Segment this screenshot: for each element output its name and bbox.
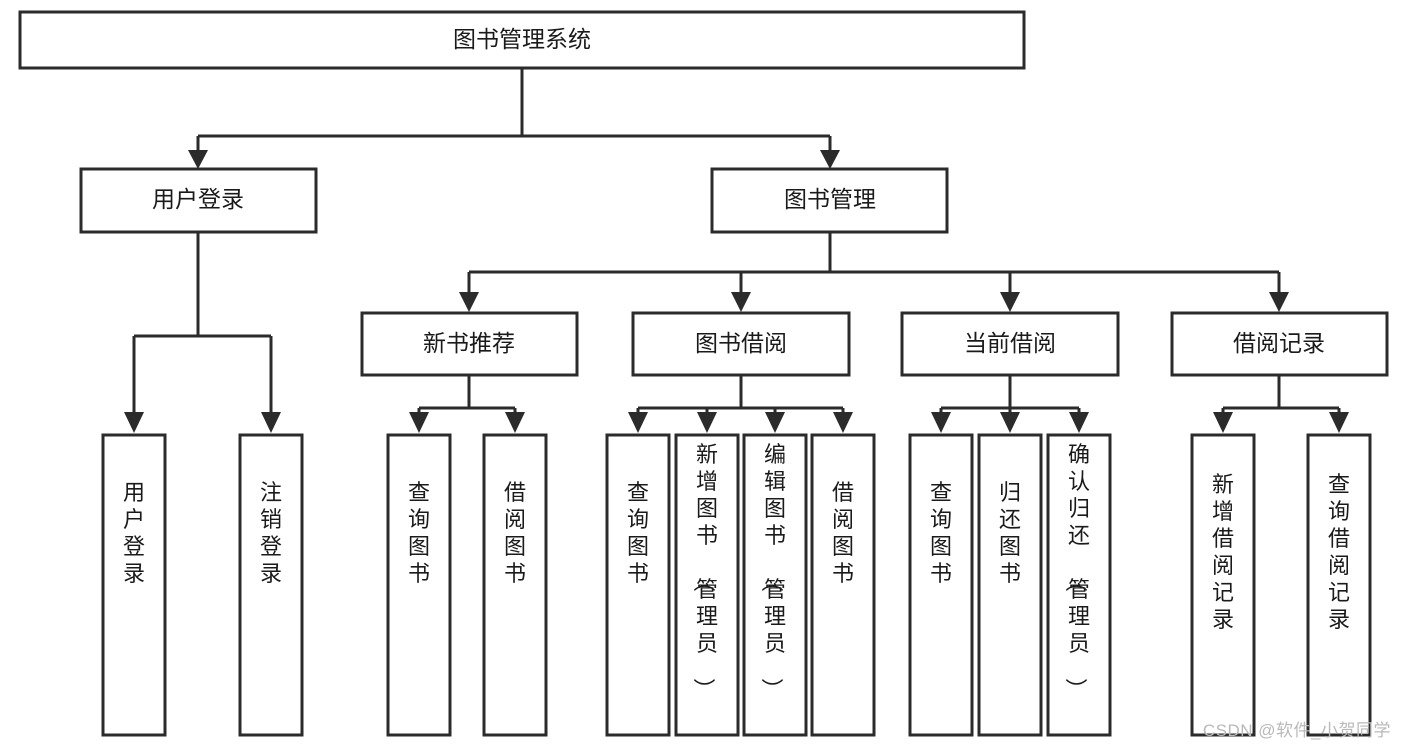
node-borrow-record-label: 借阅记录 [1233,330,1325,356]
node-user-login-do[interactable]: 用户登录 [101,433,167,737]
arrow-to-cb-return-book [1000,412,1020,433]
connector-root-bus [196,68,832,152]
node-br-add-record[interactable]: 新增借阅记录 [1190,433,1256,737]
node-cb-query-book-label: 查询图书 [930,480,952,586]
arrow-to-br-add-record [1213,412,1233,433]
node-nbr-query-book-box[interactable] [386,433,452,737]
arrow-to-new-book-recommend [459,292,479,312]
node-user-login[interactable]: 用户登录 [79,167,318,234]
node-book-management-box[interactable] [710,167,949,234]
arrow-to-user-login [188,150,208,169]
node-cb-confirm-return-label: 确认归还（管理员） [1063,442,1090,700]
arrow-to-bb-add-book [697,412,717,433]
arrow-to-book-borrow [731,292,751,312]
node-cb-query-book[interactable]: 查询图书 [908,433,974,737]
node-new-book-recommend-box[interactable] [360,311,579,377]
node-cb-confirm-return[interactable]: 确认归还（管理员） [1046,433,1112,737]
node-user-login-do-box[interactable] [101,433,167,737]
arrow-to-nbr-query-book [409,412,429,433]
connector-book-management-bus [467,232,1281,294]
arrow-to-br-query-record [1329,412,1349,433]
arrow-to-book-management [820,150,840,169]
node-user-logout[interactable]: 注销登录 [238,433,304,737]
node-bb-add-book-box[interactable] [674,433,740,737]
node-book-management-label: 图书管理 [784,186,876,212]
arrow-to-user-logout [261,412,281,433]
connector-book-borrow-bus [636,375,845,416]
node-cb-return-book-label: 归还图书 [999,480,1021,586]
node-nbr-borrow-book-box[interactable] [482,433,548,737]
node-borrow-record[interactable]: 借阅记录 [1170,311,1389,377]
node-nbr-query-book-label: 查询图书 [408,480,430,586]
node-br-query-record[interactable]: 查询借阅记录 [1306,433,1372,737]
node-nbr-query-book[interactable]: 查询图书 [386,433,452,737]
node-nbr-borrow-book-label: 借阅图书 [504,480,526,586]
arrow-to-borrow-record [1269,292,1289,312]
watermark-text: CSDN @软件_小贺同学 [1202,721,1391,740]
node-bb-query-book[interactable]: 查询图书 [605,433,671,737]
node-br-query-record-box[interactable] [1306,433,1372,737]
node-bb-add-book-label: 新增图书（管理员） [691,442,718,700]
connector-borrow-record-bus [1221,375,1341,416]
arrow-to-current-borrow [1000,292,1020,312]
node-bb-edit-book-label: 编辑图书（管理员） [759,442,786,700]
node-bb-edit-book[interactable]: 编辑图书（管理员） [742,433,808,737]
node-bb-query-book-label: 查询图书 [627,480,649,586]
connector-user-login-bus [132,232,273,416]
node-cb-return-book[interactable]: 归还图书 [977,433,1043,737]
arrow-to-cb-query-book [931,412,951,433]
node-root-label: 图书管理系统 [453,26,591,52]
node-book-borrow-label: 图书借阅 [695,330,787,356]
node-user-logout-box[interactable] [238,433,304,737]
node-borrow-record-box[interactable] [1170,311,1389,377]
arrow-to-bb-borrow-book [833,412,853,433]
node-cb-confirm-return-box[interactable] [1046,433,1112,737]
node-bb-borrow-book-box[interactable] [810,433,876,737]
node-root-box[interactable] [18,10,1026,70]
node-cb-query-book-box[interactable] [908,433,974,737]
arrow-to-user-login-do [124,412,144,433]
connector-new-book-recommend-bus [417,375,517,416]
node-cb-return-book-box[interactable] [977,433,1043,737]
node-current-borrow[interactable]: 当前借阅 [900,311,1120,377]
node-book-borrow[interactable]: 图书借阅 [631,311,851,377]
node-bb-borrow-book-label: 借阅图书 [832,480,854,586]
arrow-to-bb-edit-book [765,412,785,433]
node-new-book-recommend-label: 新书推荐 [423,330,515,356]
arrow-to-bb-query-book [628,412,648,433]
node-book-management[interactable]: 图书管理 [710,167,949,234]
node-new-book-recommend[interactable]: 新书推荐 [360,311,579,377]
node-nbr-borrow-book[interactable]: 借阅图书 [482,433,548,737]
node-bb-query-book-box[interactable] [605,433,671,737]
node-user-logout-label: 注销登录 [260,480,282,586]
node-user-login-do-label: 用户登录 [123,480,145,586]
node-br-add-record-label: 新增借阅记录 [1212,472,1234,632]
node-user-login-label: 用户登录 [152,186,244,212]
arrow-to-nbr-borrow-book [505,412,525,433]
connector-current-borrow-bus [939,375,1081,416]
node-bb-edit-book-box[interactable] [742,433,808,737]
node-root[interactable]: 图书管理系统 [18,10,1026,70]
node-bb-add-book[interactable]: 新增图书（管理员） [674,433,740,737]
node-br-add-record-box[interactable] [1190,433,1256,737]
arrow-to-cb-confirm-return [1069,412,1089,433]
node-book-borrow-box[interactable] [631,311,851,377]
connector-layer [124,68,1349,433]
node-current-borrow-label: 当前借阅 [964,330,1056,356]
node-current-borrow-box[interactable] [900,311,1120,377]
node-br-query-record-label: 查询借阅记录 [1328,472,1350,632]
node-bb-borrow-book[interactable]: 借阅图书 [810,433,876,737]
node-user-login-box[interactable] [79,167,318,234]
